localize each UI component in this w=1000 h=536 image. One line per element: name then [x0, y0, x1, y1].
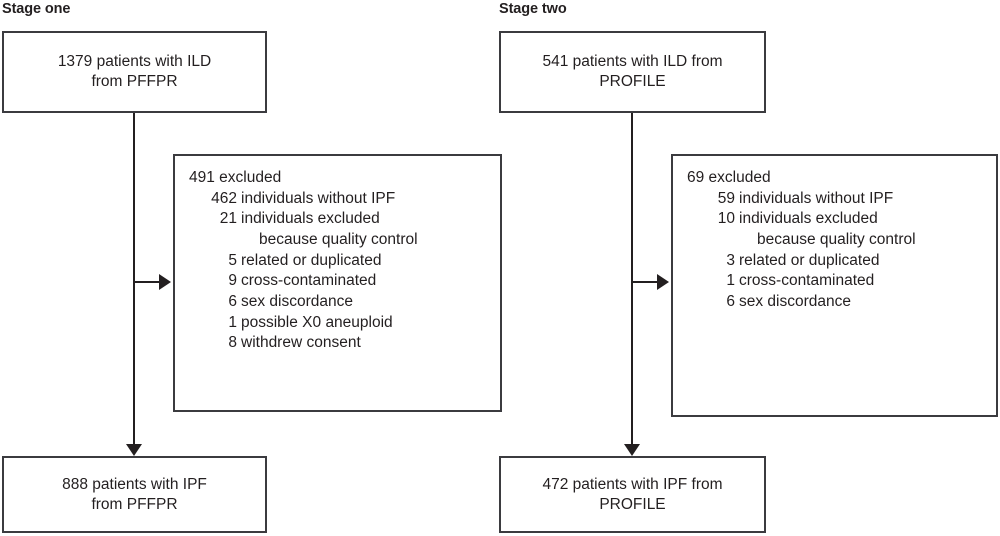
exclusion-reason: withdrew consent	[241, 334, 361, 352]
exclusion-reason: possible X0 aneuploid	[241, 313, 393, 331]
exclusion-count: 1	[228, 313, 237, 331]
exclusion-reason: related or duplicated	[739, 251, 880, 269]
stage-two-exclusions-heading: 69 excluded	[687, 169, 771, 186]
exclusion-reason: because quality control	[259, 230, 418, 248]
stage-two-result-label: 472 patients with IPF from PROFILE	[542, 475, 723, 513]
exclusion-count: 3	[726, 251, 735, 269]
exclusion-count: 462	[211, 189, 237, 207]
exclusion-list-item: because quality control	[189, 230, 500, 251]
exclusion-count: 6	[228, 293, 237, 311]
exclusion-reason: individuals excluded	[241, 210, 380, 228]
exclusion-reason: individuals without IPF	[739, 189, 894, 207]
exclusion-count: 9	[228, 272, 237, 290]
exclusion-reason: sex discordance	[241, 293, 354, 311]
stage-two-result-box: 472 patients with IPF from PROFILE	[499, 456, 766, 533]
stage-one-main-connector	[133, 113, 135, 444]
exclusion-count: 59	[717, 189, 735, 207]
exclusion-reason: cross-contaminated	[739, 272, 875, 290]
stage-one-result-arrowhead-icon	[126, 444, 142, 456]
stage-two-exclusion-arrowhead-icon	[657, 274, 669, 290]
exclusion-count: 8	[228, 334, 237, 352]
exclusion-reason: sex discordance	[739, 293, 852, 311]
stage-one-exclusions-heading: 491 excluded	[189, 169, 282, 186]
stage-one-title: Stage one	[2, 1, 71, 17]
stage-two-source-label: 541 patients with ILD from PROFILE	[542, 53, 723, 90]
stage-two-main-connector	[631, 113, 633, 444]
stage-one-source-box: 1379 patients with ILD from PFFPR	[2, 31, 267, 113]
stage-one-result-label: 888 patients with IPF from PFFPR	[62, 475, 207, 513]
exclusion-count: 21	[219, 210, 237, 228]
stage-one-source-label: 1379 patients with ILD from PFFPR	[57, 53, 212, 90]
exclusion-count: 5	[228, 251, 237, 269]
exclusion-reason: related or duplicated	[241, 251, 382, 269]
exclusion-reason: because quality control	[757, 230, 916, 248]
exclusion-reason: cross-contaminated	[241, 272, 377, 290]
exclusion-count: 6	[726, 293, 735, 311]
exclusion-count: 10	[717, 210, 735, 228]
stage-one-exclusion-connector	[133, 281, 163, 283]
stage-two-source-box: 541 patients with ILD from PROFILE	[499, 31, 766, 113]
exclusion-count: 1	[726, 272, 735, 290]
stage-one-result-box: 888 patients with IPF from PFFPR	[2, 456, 267, 533]
stage-one-exclusion-arrowhead-icon	[159, 274, 171, 290]
exclusion-reason: individuals without IPF	[241, 189, 396, 207]
exclusion-list-item: because quality control	[687, 230, 996, 251]
stage-two-exclusion-connector	[631, 281, 661, 283]
exclusion-reason: individuals excluded	[739, 210, 878, 228]
stage-two-result-arrowhead-icon	[624, 444, 640, 456]
stage-two-title: Stage two	[499, 1, 567, 17]
